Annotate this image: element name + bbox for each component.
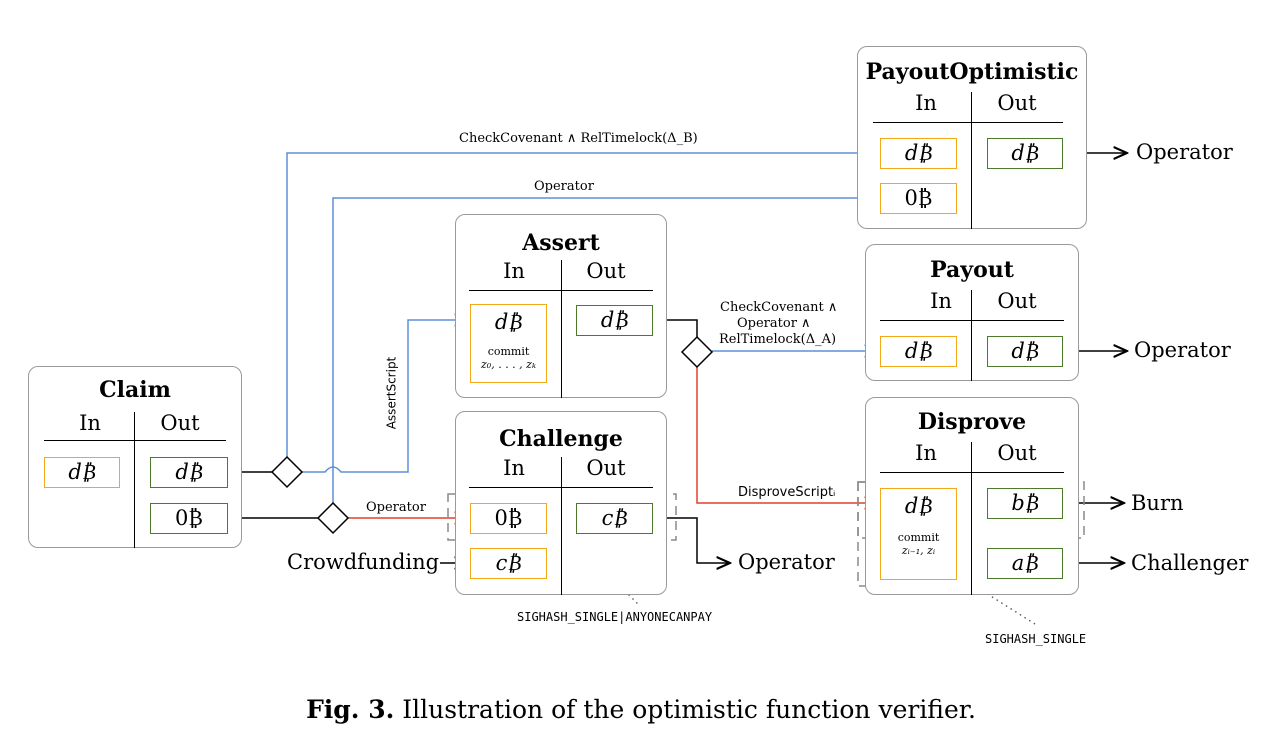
check-covenant-a-label-3: RelTimelock(Δ_A) xyxy=(719,332,837,347)
assert-script-edge xyxy=(302,320,468,473)
claim-split-diamond xyxy=(270,455,304,489)
assert-split-diamond xyxy=(680,335,714,369)
operator-top-label: Operator xyxy=(534,179,594,194)
payout-optimistic-divider xyxy=(971,92,972,229)
payout-optimistic-output-d: d₿ xyxy=(987,138,1063,169)
payout-optimistic-header-rule xyxy=(873,122,1063,123)
assert-output-d: d₿ xyxy=(576,305,653,336)
challenger-label: Challenger xyxy=(1131,551,1249,575)
claim-divider xyxy=(134,412,135,548)
operator-challenge-label: Operator xyxy=(366,500,426,515)
payout-in-header: In xyxy=(930,289,952,313)
challenge-divider xyxy=(561,457,562,595)
challenge-input-c: c₿ xyxy=(470,548,547,579)
disprove-commit-word: commit xyxy=(897,531,940,544)
claim-input-d: d₿ xyxy=(44,457,120,488)
payout-optimistic-title: PayoutOptimistic xyxy=(865,59,1079,85)
disprove-out-header: Out xyxy=(997,441,1037,465)
sighash-single-label: SIGHASH_SINGLE xyxy=(985,632,1087,646)
challenge-input-0: 0₿ xyxy=(470,503,547,534)
operator-top-edge xyxy=(332,198,876,503)
challenge-title: Challenge xyxy=(499,426,623,452)
disprove-output-a: a₿ xyxy=(987,548,1063,579)
disprove-input-value: d₿ xyxy=(904,494,933,518)
challenge-output-c: c₿ xyxy=(576,503,653,534)
payout-optimistic-in-header: In xyxy=(915,91,937,115)
disprove-input-commit: d₿ commit zᵢ₋₁, zᵢ xyxy=(880,488,957,580)
check-covenant-b-label: CheckCovenant ∧ RelTimelock(Δ_B) xyxy=(459,131,698,146)
payout-divider xyxy=(971,290,972,381)
assert-commit-word: commit xyxy=(487,345,530,358)
assert-title: Assert xyxy=(522,230,600,256)
assert-out-header: Out xyxy=(586,259,626,283)
challenge-out-edge xyxy=(652,517,730,563)
disprove-in-header: In xyxy=(915,441,937,465)
operator-label-payout-optimistic: Operator xyxy=(1136,140,1233,164)
check-covenant-b-edge xyxy=(286,153,876,457)
payout-out-header: Out xyxy=(997,289,1037,313)
crowdfunding-label: Crowdfunding xyxy=(287,550,440,574)
disprove-script-edge xyxy=(696,366,878,503)
payout-optimistic-input-0: 0₿ xyxy=(880,183,957,214)
assert-input-value: d₿ xyxy=(494,310,523,334)
operator-label-challenge: Operator xyxy=(738,550,835,574)
burn-label: Burn xyxy=(1131,491,1184,515)
assert-out-edge xyxy=(652,319,698,337)
disprove-script-label: DisproveScriptᵢ xyxy=(738,485,836,500)
figure-caption: Fig. 3. Illustration of the optimistic f… xyxy=(0,695,1282,724)
sighash-single-anyonecanpay-label: SIGHASH_SINGLE|ANYONECANPAY xyxy=(517,610,713,624)
disprove-commit-vars: zᵢ₋₁, zᵢ xyxy=(901,544,936,557)
payout-header-rule xyxy=(880,320,1064,321)
operator-label-payout: Operator xyxy=(1134,338,1231,362)
assert-script-label: AssertScript xyxy=(384,356,399,430)
claim-title: Claim xyxy=(99,377,171,403)
challenge-split-diamond xyxy=(316,501,350,535)
challenge-out-header: Out xyxy=(586,456,626,480)
payout-output-d: d₿ xyxy=(987,336,1063,367)
assert-in-header: In xyxy=(503,259,525,283)
caption-text: Illustration of the optimistic function … xyxy=(402,695,976,724)
disprove-output-b: b₿ xyxy=(987,488,1063,519)
assert-input-commit: d₿ commit z₀, . . . , zₖ xyxy=(470,304,547,383)
assert-commit-vars: z₀, . . . , zₖ xyxy=(481,358,536,371)
disprove-header-rule xyxy=(880,472,1064,473)
payout-input-d: d₿ xyxy=(880,336,957,367)
claim-output-d: d₿ xyxy=(150,457,228,488)
claim-header-rule xyxy=(44,440,226,441)
disprove-divider xyxy=(971,442,972,595)
caption-label: Fig. 3. xyxy=(306,695,395,724)
claim-in-header: In xyxy=(79,411,101,435)
payout-optimistic-input-d: d₿ xyxy=(880,138,957,169)
disprove-title: Disprove xyxy=(917,409,1027,435)
challenge-in-header: In xyxy=(503,456,525,480)
assert-divider xyxy=(561,260,562,398)
claim-out-header: Out xyxy=(160,411,200,435)
check-covenant-a-label-2: Operator ∧ xyxy=(737,316,811,331)
claim-output-0: 0₿ xyxy=(150,503,228,534)
payout-title: Payout xyxy=(930,257,1014,283)
payout-optimistic-out-header: Out xyxy=(997,91,1037,115)
check-covenant-a-label-1: CheckCovenant ∧ xyxy=(720,300,838,315)
